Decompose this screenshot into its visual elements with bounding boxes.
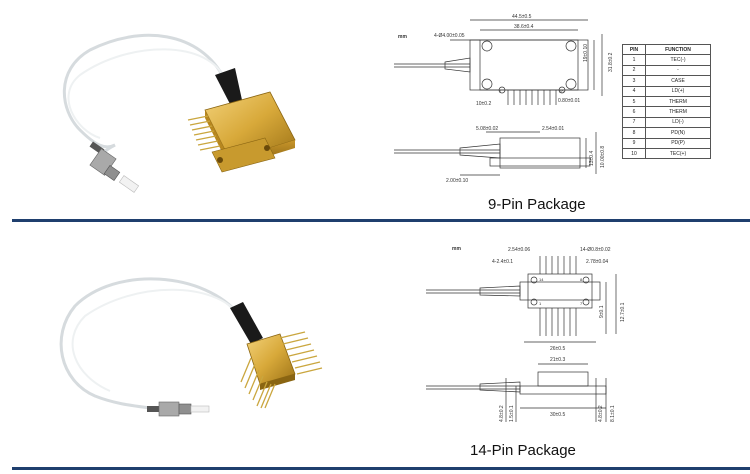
pin-number: 9 bbox=[622, 137, 646, 149]
section-divider bbox=[12, 219, 750, 222]
fc-connector bbox=[89, 141, 140, 193]
pin-label-8: 8 bbox=[580, 277, 583, 282]
section-14-pin: mm 2.54±0.06 14-Ø0.8±0.02 4-2.4±0.1 2.78… bbox=[0, 226, 750, 466]
gold-package-9-pin bbox=[187, 91, 296, 173]
dim-pin-w-14: 2.78±0.04 bbox=[586, 259, 608, 265]
technical-drawing-9-pin: mm 4-Ø4.00±0.05 44.5±0.5 38.6±0.4 19±0.1… bbox=[394, 14, 614, 184]
pin-number: 3 bbox=[622, 75, 646, 87]
dim-side-a-9: 5.08±0.02 bbox=[476, 126, 498, 132]
pin-function: PD(N) bbox=[645, 127, 711, 139]
dim-inner-width-9: 38.6±0.4 bbox=[514, 24, 534, 30]
pin-number: 10 bbox=[622, 147, 646, 160]
pin-header: PIN bbox=[622, 43, 646, 56]
dim-side-d-9: 10.00±0.8 bbox=[600, 146, 606, 168]
dim-side-b-14: 1.5±0.1 bbox=[509, 405, 515, 422]
pin-function: CASE bbox=[645, 75, 711, 87]
dim-pin-thick-9: 0.80±0.01 bbox=[558, 98, 580, 104]
dim-width-14: 26±0.5 bbox=[550, 346, 565, 352]
gold-package-14-pin bbox=[240, 331, 323, 409]
dim-pins-14: 14-Ø0.8±0.02 bbox=[580, 247, 611, 253]
drawing-units-9: mm bbox=[398, 34, 407, 40]
dim-side-e-9: 2.00±0.10 bbox=[446, 178, 468, 184]
pin-label-10-9: 10 bbox=[559, 89, 564, 94]
pin-table-row: 2- bbox=[622, 64, 711, 77]
dim-side-d-14: 8.1±0.1 bbox=[610, 405, 616, 422]
dim-side-a-14: 4.8±0.2 bbox=[499, 405, 505, 422]
dim-h-a-14: 9±0.1 bbox=[599, 305, 605, 318]
pin-function: LD(-) bbox=[645, 116, 711, 129]
dim-holes-14: 4-2.4±0.1 bbox=[492, 259, 513, 265]
dim-holes-9: 4-Ø4.00±0.05 bbox=[434, 33, 465, 39]
drawing-units-14: mm bbox=[452, 246, 461, 252]
pin-function: THERM bbox=[645, 106, 711, 118]
pin-label-14: 14 bbox=[539, 277, 544, 282]
pin-number: 1 bbox=[622, 54, 646, 66]
section-9-pin: mm 4-Ø4.00±0.05 44.5±0.5 38.6±0.4 19±0.1… bbox=[0, 0, 750, 218]
dim-top-w-14: 21±0.3 bbox=[550, 357, 565, 363]
pin-label-7: 7 bbox=[580, 301, 583, 306]
dim-side-c-9: 13±0.4 bbox=[589, 151, 595, 166]
pin-number: 6 bbox=[622, 106, 646, 118]
dim-pin-offset-9: 10±0.2 bbox=[476, 101, 491, 107]
pin-label-1: 1 bbox=[539, 301, 542, 306]
dim-pitch-14: 2.54±0.06 bbox=[508, 247, 530, 253]
pin-function: - bbox=[645, 64, 711, 77]
dim-total-width-9: 44.5±0.5 bbox=[512, 14, 532, 20]
fc-connector bbox=[147, 401, 210, 417]
pin-number: 4 bbox=[622, 85, 646, 97]
pin-function: PD(P) bbox=[645, 137, 711, 149]
bottom-divider bbox=[12, 467, 750, 470]
dim-side-c-14: 4.8±0.2 bbox=[598, 405, 604, 422]
dim-base-w-14: 30±0.5 bbox=[550, 412, 565, 418]
function-header: FUNCTION bbox=[645, 43, 711, 56]
pin-number: 7 bbox=[622, 116, 646, 129]
pin-function: THERM bbox=[645, 95, 711, 108]
caption-9-pin: 9-Pin Package bbox=[488, 196, 586, 213]
pin-label-1-9: 1 bbox=[499, 89, 502, 94]
caption-14-pin: 14-Pin Package bbox=[470, 442, 576, 459]
technical-drawing-14-pin: mm 2.54±0.06 14-Ø0.8±0.02 4-2.4±0.1 2.78… bbox=[426, 246, 626, 422]
pin-function: LD(+) bbox=[645, 85, 711, 97]
pin-number: 5 bbox=[622, 95, 646, 108]
pin-function: TEC(-) bbox=[645, 54, 711, 66]
product-photo-14-pin bbox=[59, 277, 323, 417]
pin-number: 2 bbox=[622, 64, 646, 77]
pin-function: TEC(+) bbox=[645, 147, 711, 160]
dim-height-a-9: 19±0.10 bbox=[583, 44, 589, 62]
dim-side-b-9: 2.54±0.01 bbox=[542, 126, 564, 132]
dim-height-b-9: 31.8±0.2 bbox=[608, 52, 614, 72]
dim-h-b-14: 12.7±0.1 bbox=[620, 302, 626, 322]
product-photo-9-pin bbox=[62, 33, 296, 193]
pin-table-header: PIN FUNCTION bbox=[622, 43, 711, 56]
pin-number: 8 bbox=[622, 127, 646, 139]
